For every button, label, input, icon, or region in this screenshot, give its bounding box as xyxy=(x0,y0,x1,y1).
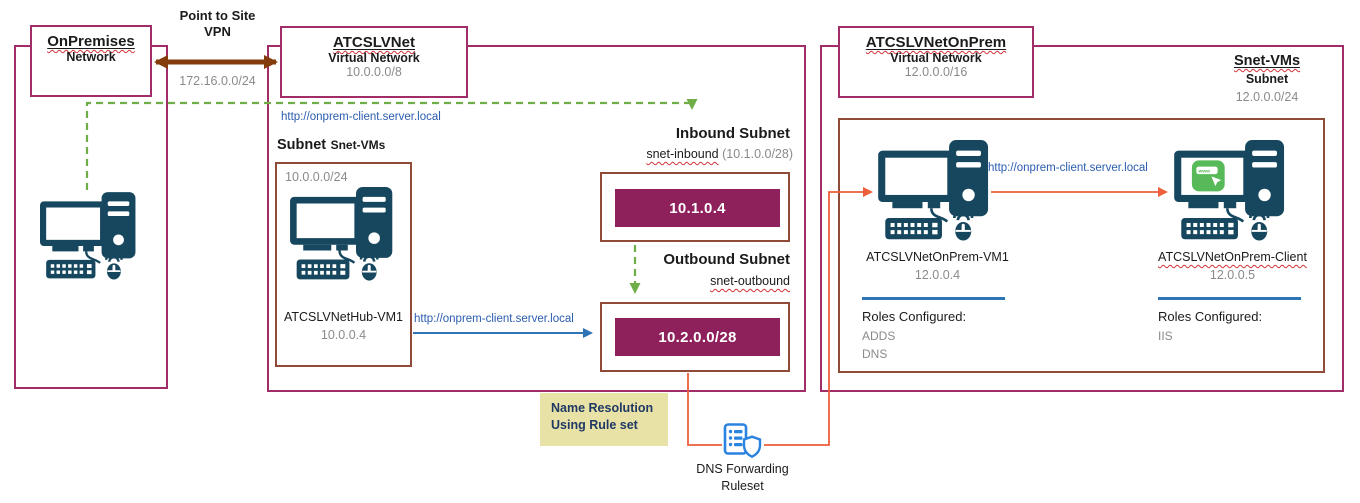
dns-forwarding-ruleset-icon xyxy=(723,423,762,459)
onprem-client-ip: 12.0.0.5 xyxy=(1209,268,1256,282)
onpremises-title: OnPremises xyxy=(47,33,135,50)
outbound-subnet-title: Outbound Subnet xyxy=(663,251,790,268)
client-roles-title: Roles Configured: xyxy=(1158,309,1263,324)
dns-ruleset-label: DNS Forwarding Ruleset xyxy=(696,462,789,493)
vm1-roles-divider xyxy=(862,297,1005,300)
hub-vnet-title: ATCSLVNet xyxy=(333,34,415,51)
vpn-cidr: 172.16.0.0/24 xyxy=(179,74,256,88)
vm1-role-adds: ADDS xyxy=(862,329,896,343)
onprem-vm1-ip: 12.0.0.4 xyxy=(914,268,961,282)
hub-subnet-header: Subnet Snet-VMs xyxy=(277,137,386,153)
onprem-vm1-name: ATCSLVNetOnPrem-VM1 xyxy=(866,250,1009,264)
onprem-vnet-subtitle: Virtual Network xyxy=(890,51,982,65)
hub-vm-ip: 10.0.0.4 xyxy=(320,328,367,342)
inbound-subnet-title: Inbound Subnet xyxy=(675,125,790,142)
hub-vm-computer-icon xyxy=(290,187,394,281)
onprem-client-url: http://onprem-client.server.local xyxy=(988,162,1148,174)
onprem-vnet-title: ATCSLVNetOnPrem xyxy=(865,34,1007,51)
onprem-client-computer-icon xyxy=(1174,140,1286,241)
outbound-ip-chip: 10.2.0.0/28 xyxy=(615,318,780,356)
hub-vnet-subtitle: Virtual Network xyxy=(328,51,420,65)
vm1-role-dns: DNS xyxy=(862,347,888,361)
hub-vm-name: ATCSLVNetHub-VM1 xyxy=(283,310,404,324)
onpremises-subtitle: Network xyxy=(66,50,116,64)
vpn-label: Point to Site VPN xyxy=(179,8,256,39)
onprem-subnet-header: Snet-VMs Subnet 12.0.0.0/24 xyxy=(1233,53,1301,104)
onprem-vnet-cidr: 12.0.0.0/16 xyxy=(904,65,968,79)
hub-vnet-title-box: ATCSLVNet Virtual Network 10.0.0.0/8 xyxy=(280,26,468,98)
onpremises-computer-icon xyxy=(40,192,137,280)
client-role-iis: IIS xyxy=(1158,329,1173,343)
inbound-subnet-subtitle: snet-inbound (10.1.0.0/28) xyxy=(646,147,793,161)
hub-inbound-url: http://onprem-client.server.local xyxy=(281,111,441,123)
onpremises-title-box: OnPremises Network xyxy=(30,25,152,97)
onprem-vm1-computer-icon xyxy=(878,140,990,241)
client-roles-divider xyxy=(1158,297,1301,300)
onprem-vnet-title-box: ATCSLVNetOnPrem Virtual Network 12.0.0.0… xyxy=(838,26,1034,98)
inbound-ip-chip: 10.1.0.4 xyxy=(615,189,780,227)
name-resolution-note: Name Resolution Using Rule set xyxy=(540,393,668,446)
hub-outbound-url: http://onprem-client.server.local xyxy=(414,313,574,325)
hub-subnet-cidr: 10.0.0.0/24 xyxy=(285,170,348,184)
onprem-client-name: ATCSLVNetOnPrem-Client xyxy=(1158,250,1307,264)
outbound-subnet-subtitle: snet-outbound xyxy=(710,274,790,288)
hub-vnet-cidr: 10.0.0.0/8 xyxy=(346,65,402,79)
vm1-roles-title: Roles Configured: xyxy=(862,309,967,324)
